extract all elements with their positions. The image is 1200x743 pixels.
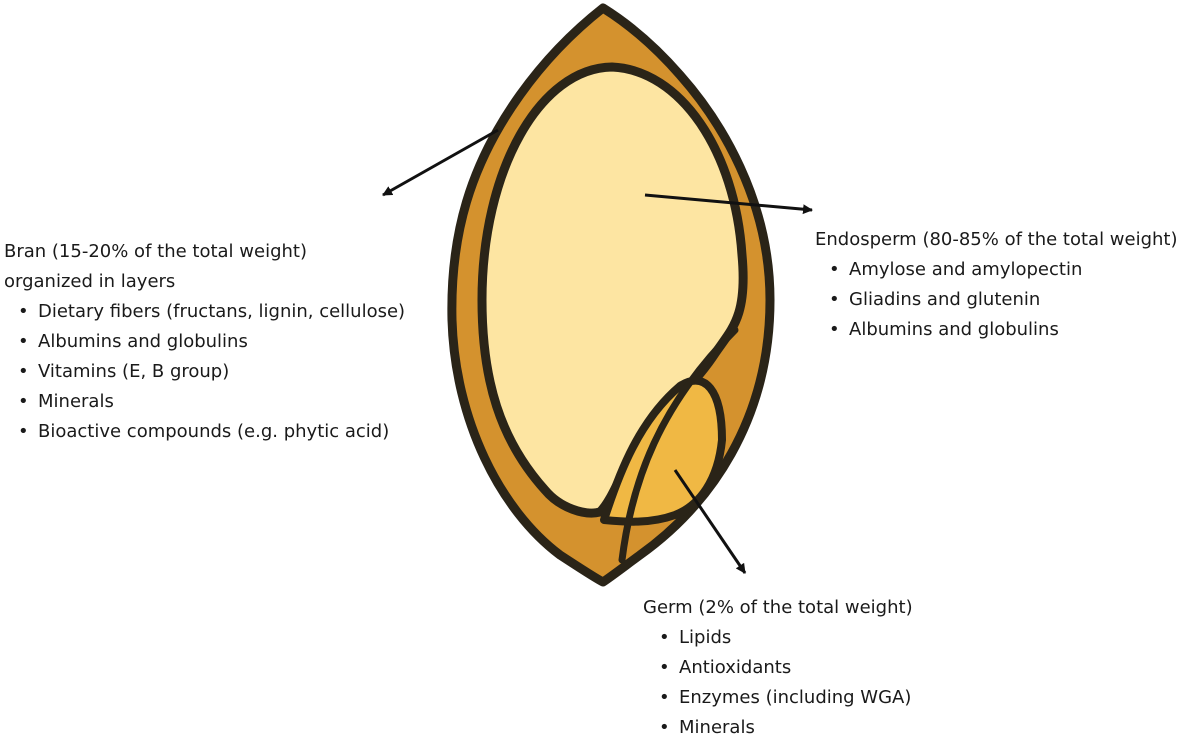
list-item: Bioactive compounds (e.g. phytic acid) [4, 417, 424, 447]
list-item: Antioxidants [643, 653, 913, 683]
germ-label-block: Germ (2% of the total weight) Lipids Ant… [643, 593, 913, 743]
endosperm-list: Amylose and amylopectin Gliadins and glu… [815, 255, 1178, 345]
list-item: Vitamins (E, B group) [4, 357, 424, 387]
endosperm-label-block: Endosperm (80-85% of the total weight) A… [815, 225, 1178, 345]
scutellum-line [618, 326, 739, 564]
bran-heading: Bran (15-20% of the total weight) organi… [4, 241, 307, 292]
bran-arrow [382, 128, 499, 197]
germ-arrow [673, 469, 747, 574]
endosperm-heading: Endosperm (80-85% of the total weight) [815, 229, 1178, 250]
germ-heading: Germ (2% of the total weight) [643, 597, 913, 618]
list-item: Albumins and globulins [815, 315, 1178, 345]
germ-list: Lipids Antioxidants Enzymes (including W… [643, 623, 913, 743]
list-item: Dietary fibers (fructans, lignin, cellul… [4, 297, 424, 327]
bran-list: Dietary fibers (fructans, lignin, cellul… [4, 297, 424, 447]
list-item: Albumins and globulins [4, 327, 424, 357]
list-item: Lipids [643, 623, 913, 653]
list-item: Gliadins and glutenin [815, 285, 1178, 315]
list-item: Enzymes (including WGA) [643, 683, 913, 713]
list-item: Amylose and amylopectin [815, 255, 1178, 285]
bran-label-block: Bran (15-20% of the total weight) organi… [4, 237, 424, 447]
list-item: Minerals [643, 713, 913, 743]
germ-region [600, 376, 726, 526]
list-item: Minerals [4, 387, 424, 417]
endosperm-arrow [644, 193, 813, 215]
